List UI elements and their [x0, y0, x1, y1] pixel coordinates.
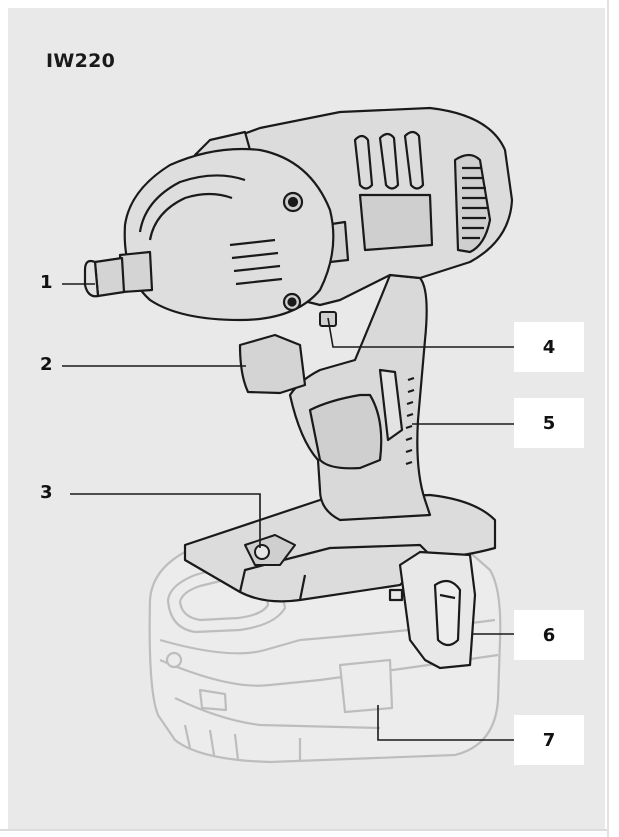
callout-6-belt-clip: 6 [514, 610, 584, 660]
model-title: IW220 [46, 50, 116, 72]
square-drive [83, 250, 154, 298]
gear-housing [123, 147, 335, 322]
trigger [238, 333, 307, 395]
callout-4-rotation-switch: 4 [514, 322, 584, 372]
callout-3-selector: 3 [40, 482, 53, 503]
tool-foot [183, 493, 497, 670]
callout-1-square-drive: 1 [40, 272, 53, 293]
torque-selector [244, 534, 296, 566]
bottom-rule [0, 829, 607, 831]
callout-5-handle: 5 [514, 398, 584, 448]
callout-7-battery: 7 [514, 715, 584, 765]
callout-2-trigger: 2 [40, 354, 53, 375]
handle [288, 273, 432, 522]
page-divider [607, 0, 619, 837]
leader-lines [62, 283, 514, 741]
